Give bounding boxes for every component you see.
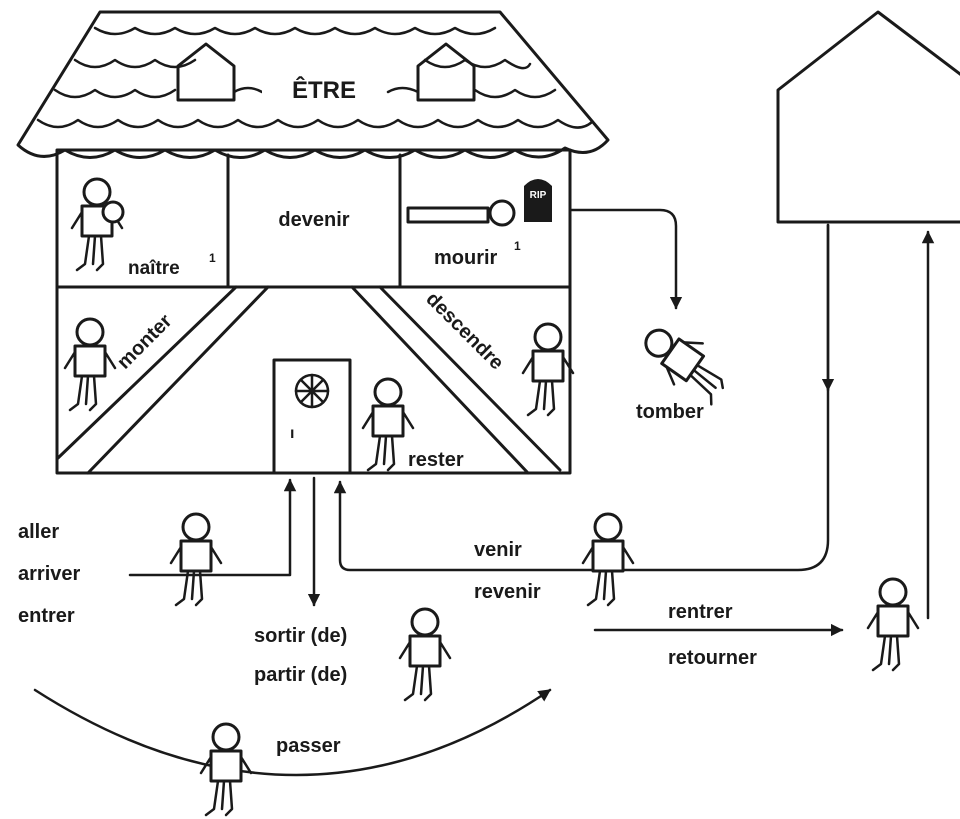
front-door: [272, 358, 352, 475]
label-revenir: revenir: [474, 581, 541, 603]
person-passer: [199, 722, 253, 817]
label-descendre: descendre: [421, 288, 507, 374]
label-entrer: entrer: [18, 605, 75, 627]
label-monter: monter: [113, 310, 177, 374]
label-mourir-note: 1: [514, 239, 521, 253]
person-aller: [169, 512, 223, 607]
person-holding-baby: [70, 177, 125, 272]
label-mourir: mourir: [434, 247, 498, 269]
person-staying: [361, 377, 415, 472]
door-mark: ı: [290, 425, 294, 442]
person-sortir: [398, 607, 452, 702]
dormer-right: [416, 42, 476, 102]
label-retourner: retourner: [668, 647, 757, 669]
etre-house: [16, 10, 610, 475]
dormer-left: [176, 42, 236, 102]
label-tombstone: RIP: [530, 190, 547, 201]
label-passer: passer: [276, 735, 341, 757]
label-partir: partir (de): [254, 664, 347, 686]
person-climbing: [63, 317, 117, 412]
label-arriver: arriver: [18, 563, 80, 585]
second-house: [776, 10, 960, 224]
person-tombant: [632, 313, 739, 410]
tombstone: [524, 179, 552, 222]
label-rester: rester: [408, 449, 464, 471]
lying-person: [406, 199, 516, 227]
label-sortir: sortir (de): [254, 625, 347, 647]
label-devenir: devenir: [278, 209, 349, 231]
label-aller: aller: [18, 521, 59, 543]
label-venir: venir: [474, 539, 522, 561]
person-descending: [521, 322, 575, 417]
person-venir: [581, 512, 635, 607]
label-naitre: naître: [128, 258, 180, 279]
label-naitre-note: 1: [209, 251, 216, 265]
person-rentrer: [866, 577, 920, 672]
staircase-descendre: [350, 285, 562, 475]
house-title: ÊTRE: [292, 76, 356, 104]
movement-arrows: [33, 208, 935, 777]
roof-tiles: [36, 26, 594, 129]
staircase-monter: [56, 285, 270, 475]
label-tomber: tomber: [636, 401, 704, 423]
label-rentrer: rentrer: [668, 601, 733, 623]
